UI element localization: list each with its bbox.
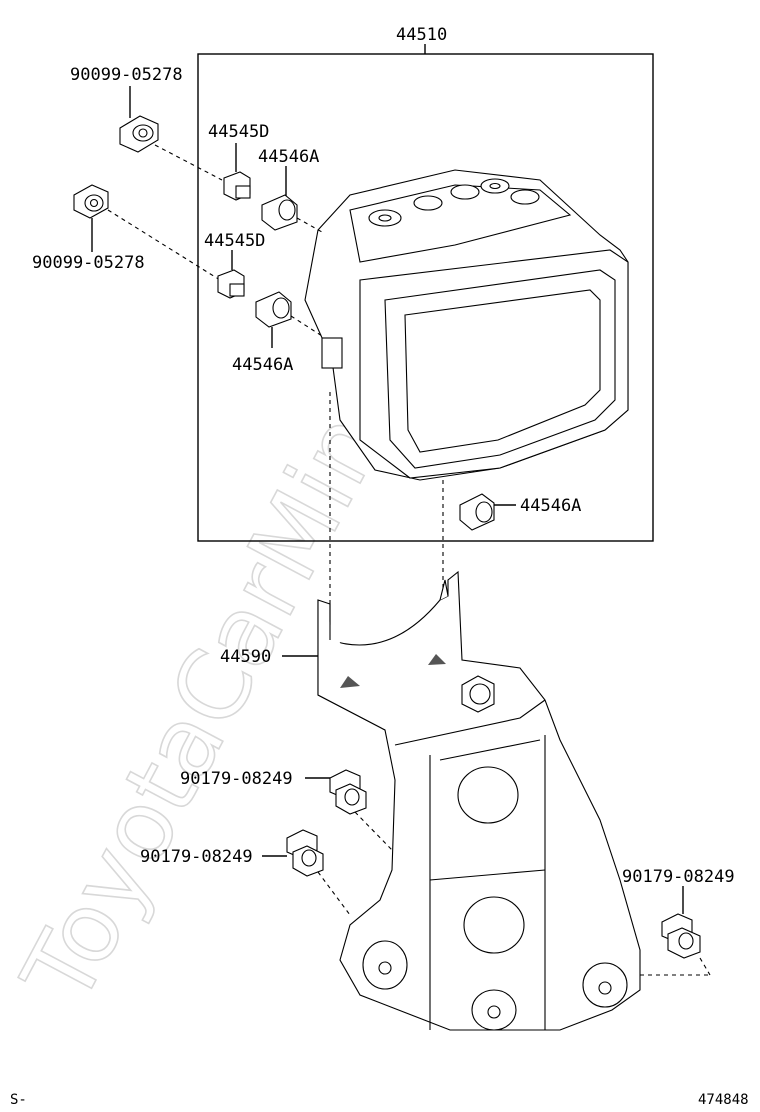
label-cushion-3[interactable]: 44546A — [520, 496, 581, 516]
cushion-44546a-3[interactable] — [459, 493, 495, 531]
bolt-90179-c[interactable] — [661, 913, 701, 959]
bolt-90179-b[interactable] — [286, 829, 324, 877]
label-bolt-b[interactable]: 90179-08249 — [140, 847, 253, 867]
label-bolt-mid[interactable]: 90099-05278 — [32, 253, 145, 273]
label-bolt-top[interactable]: 90099-05278 — [70, 65, 183, 85]
label-union-2[interactable]: 44545D — [204, 231, 265, 251]
footer-right: 474848 — [698, 1092, 749, 1108]
cushion-44546a-2[interactable] — [255, 291, 292, 328]
bolt-90099-mid[interactable] — [73, 184, 109, 219]
label-bolt-c[interactable]: 90179-08249 — [622, 867, 735, 887]
label-cushion-2[interactable]: 44546A — [232, 355, 293, 375]
bolt-90099-top[interactable] — [119, 115, 159, 153]
abs-actuator — [304, 169, 629, 481]
bracket-44590[interactable] — [317, 570, 641, 1031]
label-union-1[interactable]: 44545D — [208, 122, 269, 142]
footer-left: S- — [10, 1092, 27, 1108]
label-bracket[interactable]: 44590 — [220, 647, 271, 667]
label-cushion-1[interactable]: 44546A — [258, 147, 319, 167]
label-bolt-a[interactable]: 90179-08249 — [180, 769, 293, 789]
union-44545d-1[interactable] — [223, 171, 251, 201]
bolt-90179-a[interactable] — [329, 769, 367, 815]
union-44545d-2[interactable] — [217, 269, 245, 299]
cushion-44546a-1[interactable] — [261, 194, 298, 231]
label-assembly[interactable]: 44510 — [396, 25, 447, 45]
